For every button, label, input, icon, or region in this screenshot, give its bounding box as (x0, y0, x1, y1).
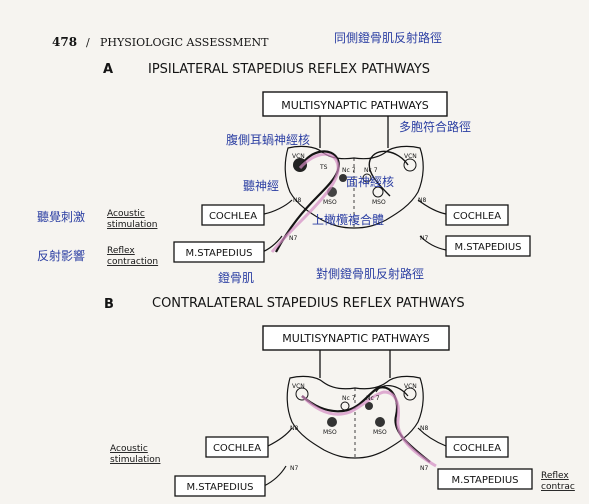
panel-b-mso-label-right: MSO (373, 429, 387, 436)
connector-line (264, 466, 286, 486)
panel-b-mso-left (327, 417, 337, 427)
note-auditory-nerve: 聽神經 (243, 179, 279, 193)
note-superior-olive: 上橄欖複合體 (312, 212, 384, 227)
handwritten-title-b: 對側鐙骨肌反射路徑 (316, 266, 424, 281)
panel-a-ts-label: TS (319, 164, 328, 171)
panel-b-cochlea-left: COCHLEA (213, 443, 261, 454)
panel-b-multisynaptic-label: MULTISYNAPTIC PATHWAYS (282, 332, 430, 345)
note-stapedius: 鐙骨肌 (218, 270, 254, 285)
note-facial-nucleus: 面神經核 (346, 175, 394, 189)
panel-a-cochlea-left: COCHLEA (209, 211, 257, 222)
panel-b-letter: B (104, 297, 114, 312)
panel-b-stapedius-left: M.STAPEDIUS (187, 482, 254, 493)
note-multisynaptic: 多胞符合路徑 (399, 119, 471, 134)
connector-line (264, 200, 292, 214)
panel-a-stapedius-right: M.STAPEDIUS (455, 242, 522, 253)
panel-a-acoustic-1: Acoustic (107, 209, 145, 219)
page-number: 478 (52, 35, 77, 49)
panel-a-diagram: MULTISYNAPTIC PATHWAYS VCN VCN TS Nc 7 N… (37, 92, 530, 285)
panel-b-n7-label-right: N7 (420, 465, 428, 472)
panel-b-nc7-label: Nc 7 (342, 395, 356, 402)
connector-line (268, 428, 292, 446)
panel-b-nc7-label-right: Nc 7 (366, 395, 380, 402)
panel-b-mso-right (375, 417, 385, 427)
panel-b-diagram: MULTISYNAPTIC PATHWAYS VCN VCN Nc 7 Nc 7… (110, 326, 575, 496)
panel-a-reflex-1: Reflex (107, 246, 135, 256)
panel-b-acoustic-1: Acoustic (110, 444, 148, 454)
panel-a-nc7-label: Nc 7 (342, 167, 356, 174)
panel-a-mso-label-right: MSO (372, 199, 386, 206)
section-title: PHYSIOLOGIC ASSESSMENT (100, 36, 269, 49)
panel-a-vcn-label: VCN (292, 153, 305, 160)
panel-a-cochlea-right: COCHLEA (453, 211, 501, 222)
panel-b-reflex-1: Reflex (541, 471, 569, 481)
panel-a-n7-label: N7 (289, 235, 297, 242)
panel-b-reflex-2: contrac (541, 482, 575, 492)
panel-b-acoustic-2: stimulation (110, 455, 160, 465)
panel-b-vcn-label: VCN (292, 383, 305, 390)
panel-b-cochlea-right: COCHLEA (453, 443, 501, 454)
header-separator: / (86, 36, 90, 49)
panel-b-mso-label: MSO (323, 429, 337, 436)
panel-b-n7-label: N7 (290, 465, 298, 472)
panel-a-multisynaptic-label: MULTISYNAPTIC PATHWAYS (281, 99, 429, 112)
panel-a-vcn-right (404, 159, 416, 171)
panel-a-nc7-label-right: Nc 7 (364, 167, 378, 174)
note-stimulus: 聽覺刺激 (37, 210, 85, 224)
panel-a-title: IPSILATERAL STAPEDIUS REFLEX PATHWAYS (148, 62, 430, 77)
panel-a-n8-label: N8 (293, 197, 301, 204)
panel-a-stapedius-left: M.STAPEDIUS (186, 248, 253, 259)
panel-a-n7-label-right: N7 (420, 235, 428, 242)
panel-a-reflex-2: contraction (107, 257, 158, 267)
panel-a-acoustic-2: stimulation (107, 220, 157, 230)
panel-b-title: CONTRALATERAL STAPEDIUS REFLEX PATHWAYS (152, 296, 465, 311)
handwritten-title-a: 同側鐙骨肌反射路徑 (334, 30, 442, 45)
note-reflex: 反射影響 (37, 248, 85, 263)
panel-a-mso-label: MSO (323, 199, 337, 206)
panel-a-letter: A (103, 62, 113, 77)
panel-b-vcn-label-right: VCN (404, 383, 417, 390)
panel-a-vcn-label-right: VCN (404, 153, 417, 160)
panel-b-stapedius-right: M.STAPEDIUS (452, 475, 519, 486)
panel-b-nc7-left (341, 402, 349, 410)
note-ventral-cochlear: 腹側耳蝸神經核 (226, 133, 310, 147)
